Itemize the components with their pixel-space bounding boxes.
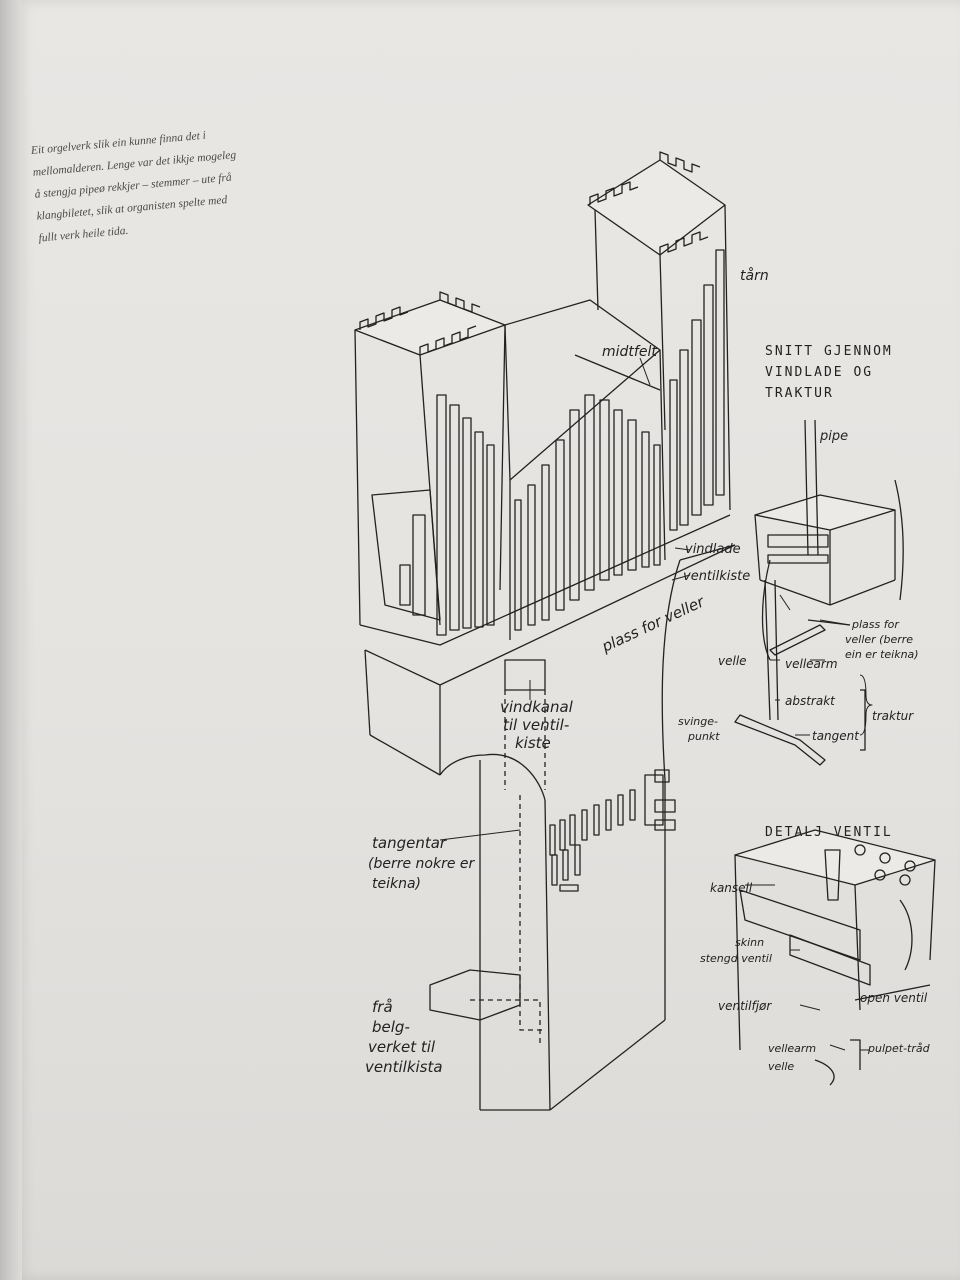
label-plass-2: veller (berre xyxy=(845,633,913,646)
label-skinn-2: stengd ventil xyxy=(700,952,772,965)
label-abstrakt: abstrakt xyxy=(785,694,836,708)
leader-lines xyxy=(439,357,873,1051)
section-diagram xyxy=(734,419,904,766)
label-pipe: pipe xyxy=(819,429,848,444)
label-svinge-1: svinge- xyxy=(678,715,718,728)
label-fra-1: frå xyxy=(372,998,393,1016)
keyboard-keys xyxy=(549,769,676,892)
section-title-1: SNITT GJENNOM xyxy=(765,344,893,359)
left-tower-pipes xyxy=(399,394,495,636)
label-vindkanal-1: vindkanal xyxy=(500,698,574,716)
label-tarn: tårn xyxy=(740,267,769,284)
label-skinn-1: skinn xyxy=(735,936,764,949)
right-tower xyxy=(587,151,731,531)
label-traktur: traktur xyxy=(872,709,914,723)
label-plass-1: plass for xyxy=(851,618,900,631)
label-tangentar-1: tangentar xyxy=(372,834,447,852)
label-pulpet: pulpet-tråd xyxy=(867,1042,931,1055)
section-title-3: TRAKTUR xyxy=(765,386,834,401)
label-fra-3: verket til xyxy=(368,1038,436,1056)
label-vindkanal-2: til ventil- xyxy=(503,716,569,734)
label-tangentar-2: (berre nokre er xyxy=(368,856,476,872)
detail-diagram xyxy=(734,829,936,1086)
wind-chest xyxy=(359,514,736,790)
book-page xyxy=(14,0,960,1280)
label-fra-4: ventilkista xyxy=(365,1058,443,1076)
label-detail-vellearm: vellearm xyxy=(768,1042,816,1055)
label-vellearm: vellearm xyxy=(785,657,838,671)
label-svinge-2: punkt xyxy=(687,730,720,743)
label-vindkanal-3: kiste xyxy=(515,734,551,752)
section-title-2: VINDLADE OG xyxy=(765,365,873,380)
label-tangent: tangent xyxy=(812,729,860,743)
label-detail-velle: velle xyxy=(768,1060,794,1073)
label-open-ventil: open ventil xyxy=(860,991,928,1005)
label-ventilfjor: ventilfjør xyxy=(718,999,772,1013)
detail-title: DETALJ VENTIL xyxy=(765,825,893,840)
label-velle: velle xyxy=(718,654,747,668)
label-vindlade: vindlade xyxy=(685,542,741,557)
label-tangentar-3: teikna) xyxy=(372,876,421,892)
organ-stand xyxy=(429,753,666,1111)
label-fra-2: belg- xyxy=(372,1018,410,1036)
facing-page-edge xyxy=(0,0,22,1280)
label-plass-3: ein er teikna) xyxy=(845,648,919,661)
label-kansell: kansell xyxy=(710,881,753,895)
label-midtfelt: midtfelt xyxy=(602,344,657,360)
middle-section xyxy=(504,299,666,640)
label-ventilkiste: ventilkiste xyxy=(683,569,750,584)
